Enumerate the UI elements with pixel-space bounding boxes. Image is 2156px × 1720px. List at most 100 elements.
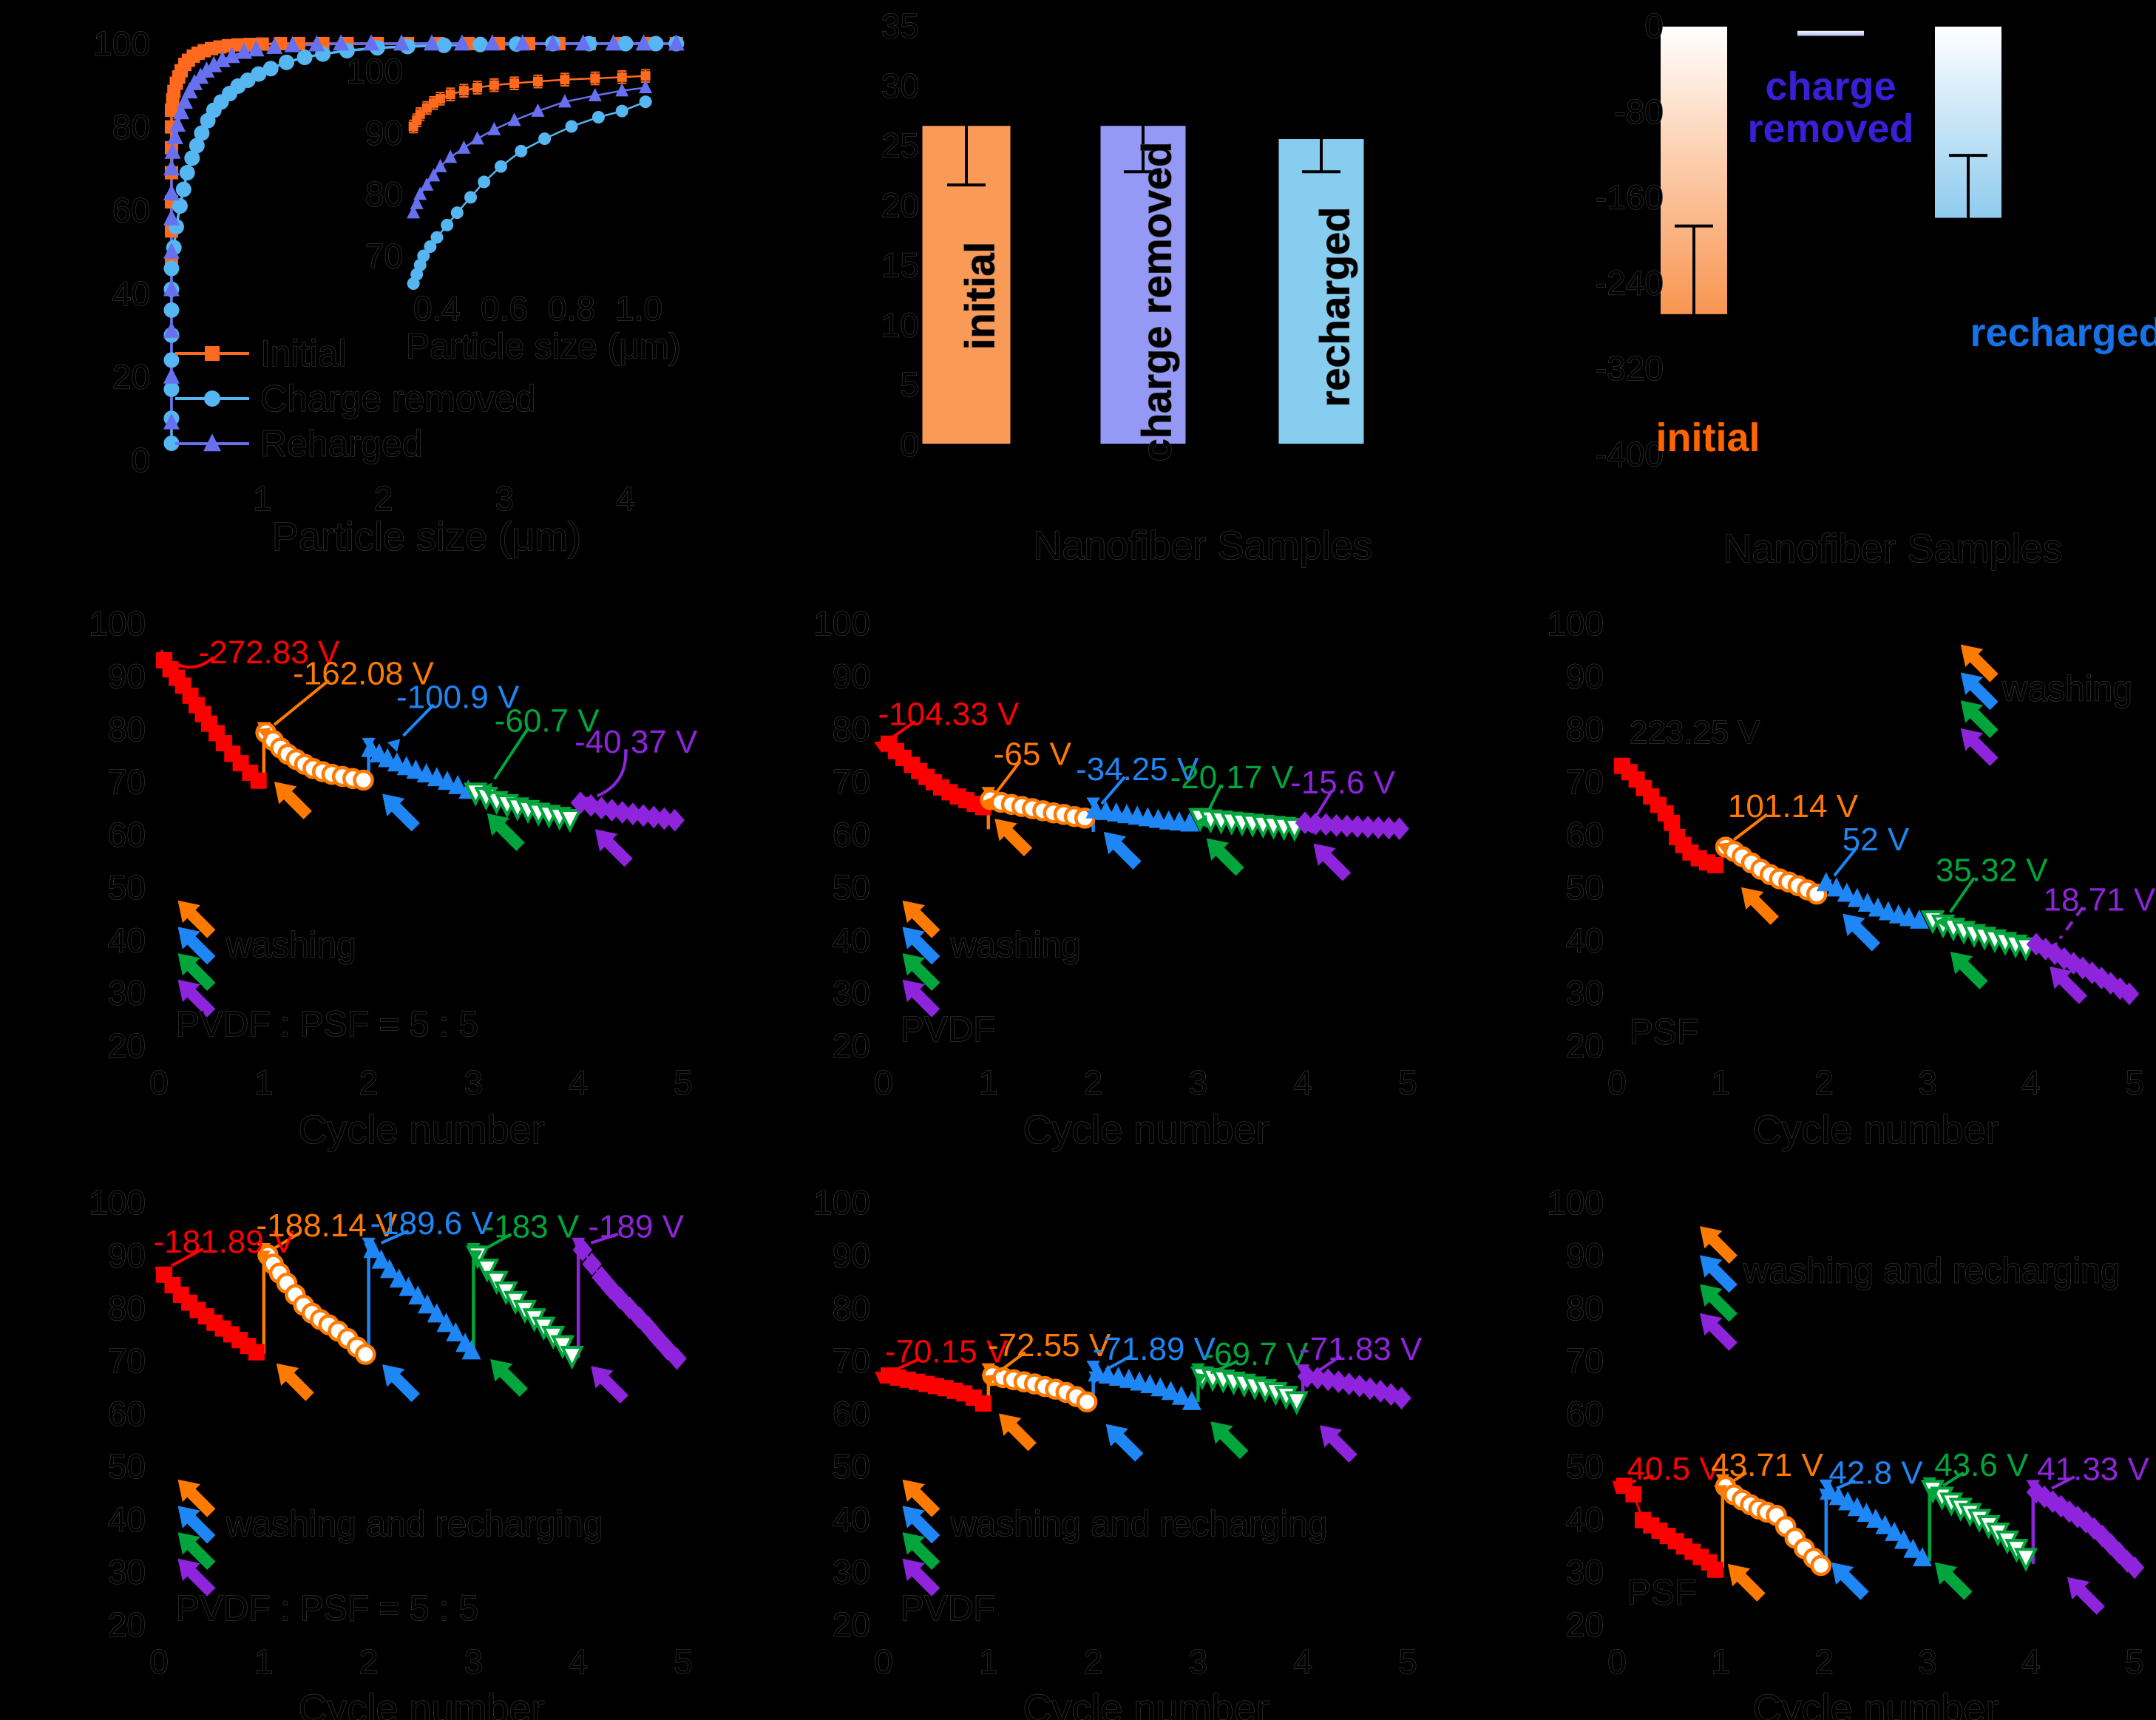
- ytick-label: 80: [365, 175, 403, 214]
- arrowhead: [874, 1371, 888, 1384]
- thick-arrow-icon: [1105, 1423, 1144, 1462]
- annotation-arrow: [994, 760, 1021, 795]
- marker-di: [1326, 813, 1346, 837]
- marker-tu: [333, 34, 350, 51]
- marker-ci: [538, 132, 552, 146]
- arrowhead: [1298, 1375, 1312, 1388]
- annotation-arrow: [997, 1351, 1026, 1373]
- marker-td: [557, 809, 583, 833]
- marker-di: [648, 1327, 668, 1350]
- markers-Charge removed: [407, 95, 652, 290]
- marker-di: [2110, 977, 2130, 1000]
- xtick-label: 3: [1918, 1642, 1937, 1681]
- arrowhead: [874, 741, 888, 754]
- annotation-arrow: [1729, 1471, 1748, 1484]
- xtick-label: 5: [2125, 1642, 2144, 1681]
- marker-tu: [399, 1276, 418, 1296]
- ytick-label: 90: [1566, 657, 1604, 695]
- xtick-label: 1: [254, 1642, 274, 1681]
- markers-cycle3: [1816, 872, 1929, 929]
- ytick-label: 30: [1566, 974, 1604, 1012]
- marker-di: [580, 793, 601, 817]
- markers-cycle3: [1820, 1480, 1932, 1567]
- markers-cycle2: [257, 1245, 376, 1365]
- marker-tu: [379, 1259, 399, 1279]
- marker-tu: [444, 149, 458, 163]
- marker-ci: [163, 381, 180, 397]
- annotation-value: -20.17 V: [1170, 759, 1294, 796]
- marker-tu: [1837, 882, 1857, 902]
- thick-arrow-icon: [902, 900, 940, 938]
- ytick-label: 0: [900, 425, 919, 464]
- marker-sq: [1707, 856, 1723, 873]
- xtick-label: 2: [1084, 1063, 1103, 1102]
- marker-tu: [163, 413, 180, 430]
- markers-cycle3: [361, 737, 478, 799]
- ytick-label: 20: [833, 1026, 870, 1065]
- markers-Reharged: [163, 34, 685, 430]
- ytick-label: 50: [1566, 868, 1604, 907]
- xtick-label: 1: [979, 1642, 998, 1681]
- xtick-label: 5: [674, 1063, 693, 1102]
- thick-arrow-icon: [1700, 1255, 1738, 1293]
- xtick-label: 4: [569, 1642, 588, 1681]
- marker-di: [2117, 1549, 2138, 1573]
- ytick-label: 10: [881, 305, 919, 344]
- ytick-label: 35: [881, 7, 919, 45]
- marker-sq: [974, 1395, 991, 1412]
- xtick-label: 0: [149, 1063, 169, 1102]
- ytick-label: -80: [1615, 92, 1664, 131]
- marker-tu: [668, 34, 685, 51]
- markers-cycle5: [2026, 1480, 2145, 1580]
- marker-ci: [296, 50, 313, 66]
- thick-arrow-icon: [902, 1506, 940, 1544]
- ytick-label: 20: [108, 1605, 146, 1644]
- marker-ci: [430, 231, 444, 244]
- annotation-value: -104.33 V: [878, 696, 1020, 732]
- annotation-arrow: [1942, 1471, 1965, 1487]
- marker-tu: [1894, 1529, 1913, 1549]
- annotation-value: -162.08 V: [293, 655, 434, 691]
- bar-label: charge removed: [1133, 142, 1180, 462]
- marker-tu: [1857, 893, 1877, 913]
- marker-di: [654, 807, 674, 830]
- markers-cycle5: [572, 1238, 687, 1370]
- markers-cycle2: [982, 1364, 1098, 1413]
- marker-tu: [406, 759, 426, 779]
- marker-di: [591, 1265, 611, 1289]
- markers-cycle4: [1920, 910, 2038, 961]
- annotation-value: 43.71 V: [1711, 1447, 1823, 1483]
- ytick-label: 80: [833, 1289, 870, 1327]
- marker-di: [2034, 1485, 2055, 1509]
- thick-arrow-icon: [1700, 1284, 1738, 1322]
- marker-td: [560, 1345, 584, 1370]
- ytick-label: 50: [833, 868, 870, 907]
- marker-tu: [308, 35, 325, 52]
- marker-td: [2013, 1548, 2038, 1572]
- marker-tu: [1909, 909, 1929, 929]
- marker-tu: [1868, 897, 1888, 917]
- xtick-label: 2: [359, 1642, 379, 1681]
- x-axis-label: Nanofiber Samples: [1723, 527, 2062, 571]
- marker-tu: [206, 55, 223, 72]
- marker-di: [2101, 972, 2121, 995]
- x-axis-label: Cycle number: [1023, 1108, 1269, 1152]
- ytick-label: 40: [112, 274, 150, 313]
- markers-cycle4: [463, 782, 583, 833]
- bar-label: initial: [1655, 416, 1760, 460]
- arrowhead: [982, 1374, 996, 1387]
- marker-tu: [448, 774, 468, 794]
- annotation-value: 18.71 V: [2044, 882, 2156, 918]
- marker-tu: [1857, 1503, 1877, 1523]
- ytick-label: 15: [881, 246, 919, 284]
- marker-tu: [363, 34, 380, 51]
- thick-arrow-icon: [902, 1558, 940, 1597]
- marker-tu: [284, 35, 301, 53]
- ytick-label: 100: [89, 1183, 146, 1222]
- marker-tu: [163, 184, 180, 201]
- markers-cycle4: [1920, 1480, 2038, 1572]
- annotation-arrow: [273, 1230, 302, 1250]
- ytick-label: 60: [112, 191, 150, 229]
- arrowhead: [980, 796, 994, 810]
